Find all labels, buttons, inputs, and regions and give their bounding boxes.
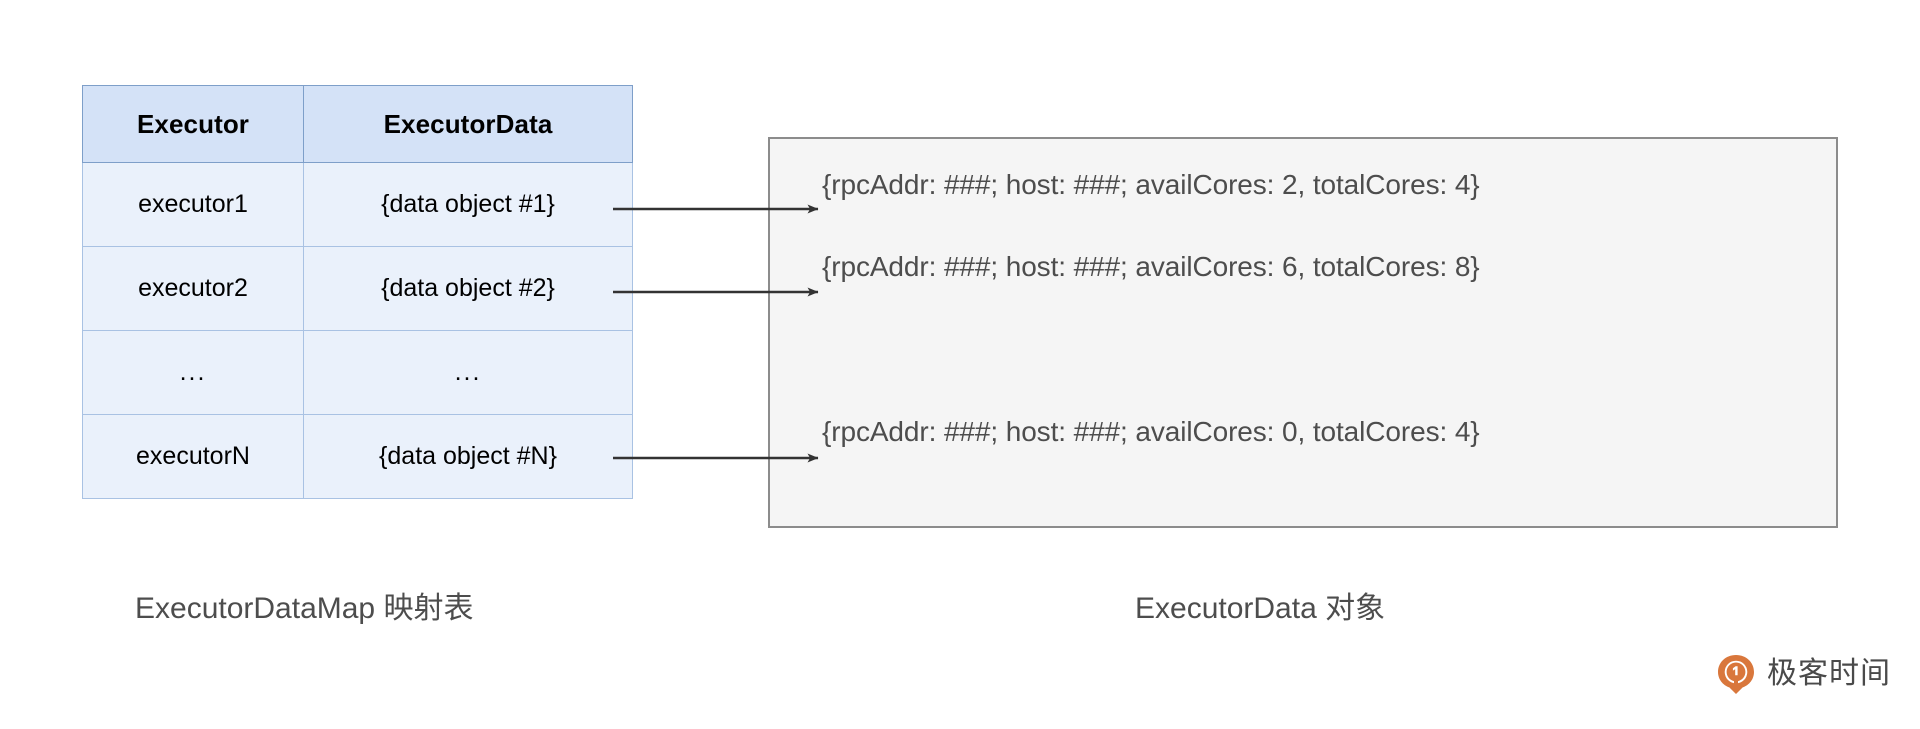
cell-executor-key: executorN	[82, 414, 304, 499]
geektime-logo-icon	[1715, 653, 1757, 695]
executor-data-object-line: {rpcAddr: ###; host: ###; availCores: 2,…	[822, 169, 1480, 200]
cell-executor-data: {data object #1}	[303, 162, 633, 247]
table-header-row: Executor ExecutorData	[82, 85, 633, 163]
executor-data-map-table: Executor ExecutorData executor1 {data ob…	[82, 85, 633, 499]
watermark-logo: 极客时间	[1715, 653, 1891, 695]
cell-executor-data: {data object #2}	[303, 246, 633, 331]
caption-executor-data-object: ExecutorData 对象	[1135, 592, 1386, 625]
watermark-text: 极客时间	[1767, 657, 1891, 690]
column-header-executordata: ExecutorData	[303, 85, 633, 163]
executor-data-object-line: {rpcAddr: ###; host: ###; availCores: 6,…	[822, 251, 1480, 282]
column-header-executor: Executor	[82, 85, 304, 163]
cell-executor-key: executor2	[82, 246, 304, 331]
cell-executor-key: executor1	[82, 162, 304, 247]
cell-executor-data: ...	[303, 330, 633, 415]
cell-executor-data: {data object #N}	[303, 414, 633, 499]
executor-data-object-line: {rpcAddr: ###; host: ###; availCores: 0,…	[822, 416, 1480, 447]
table-row: executor2 {data object #2}	[82, 246, 633, 331]
caption-executor-data-map: ExecutorDataMap 映射表	[135, 592, 474, 625]
table-row: executorN {data object #N}	[82, 414, 633, 499]
table-row-ellipsis: ... ...	[82, 330, 633, 415]
cell-executor-key: ...	[82, 330, 304, 415]
table-row: executor1 {data object #1}	[82, 162, 633, 247]
executor-data-object-panel: {rpcAddr: ###; host: ###; availCores: 2,…	[768, 137, 1838, 528]
